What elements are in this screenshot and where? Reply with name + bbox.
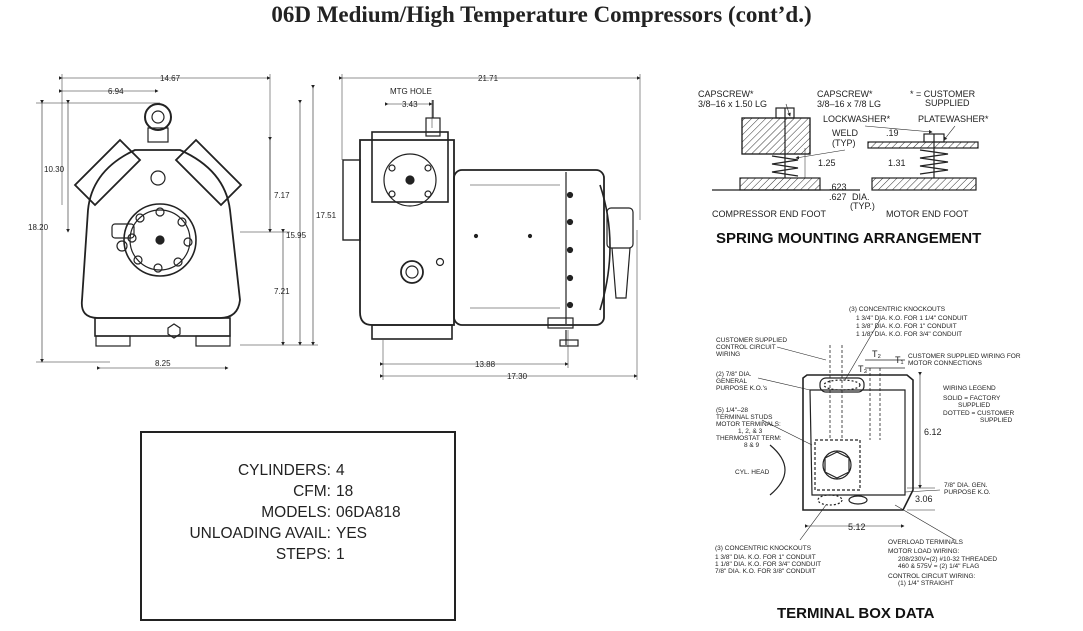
terminal-t3: T₃ (858, 364, 867, 374)
wiring-legend-line: DOTTED = CUSTOMER (943, 410, 1015, 417)
general-ko-line: (2) 7/8" DIA. (716, 371, 752, 378)
knockout-line: 1 1/8" DIA. K.O. FOR 3/4" CONDUIT (715, 561, 821, 568)
compressor-end-foot-label: COMPRESSOR END FOOT (712, 209, 827, 219)
dim-label: 17.51 (316, 211, 337, 220)
control-wiring-line: CONTROL CIRCUIT (716, 344, 776, 351)
capscrew-left-size: 3/8–16 x 1.50 LG (698, 99, 767, 109)
front-view-dimensions: 14.67 6.94 10.30 18.20 7.17 17.51 15.95 … (28, 74, 337, 368)
customer-note: * = CUSTOMER (910, 89, 976, 99)
capscrew-right-size: 3/8–16 x 7/8 LG (817, 99, 881, 109)
studs-line: 8 & 9 (744, 442, 760, 449)
dim-label: 7.17 (274, 191, 290, 200)
dim-label: 3.43 (402, 100, 418, 109)
dim-label: 18.20 (28, 223, 49, 232)
spec-value: 1 (336, 546, 345, 563)
dim-label: 8.25 (155, 359, 171, 368)
page-title: 06D Medium/High Temperature Compressors … (271, 2, 812, 27)
knockout-line: 1 3/8" DIA. K.O. FOR 1" CONDUIT (715, 554, 816, 561)
spring-mounting-diagram (712, 103, 979, 191)
dia-label: DIA. (852, 192, 870, 202)
spec-value: 18 (336, 483, 354, 500)
wiring-legend-line: SUPPLIED (980, 417, 1012, 424)
cyl-head-label: CYL. HEAD (735, 469, 770, 476)
terminal-box-diagram (757, 319, 956, 541)
spec-value: YES (336, 525, 368, 542)
dim-label: .19 (886, 128, 899, 138)
capscrew-right-label: CAPSCREW* (817, 89, 873, 99)
dim-label: 1.25 (818, 158, 836, 168)
studs-line: MOTOR TERMINALS: (716, 421, 781, 428)
spec-label: MODELS: (261, 504, 331, 521)
overload-line: (1) 1/4" STRAIGHT (898, 580, 954, 587)
dim-label: 3.06 (915, 494, 933, 504)
dim-label: .623 (829, 182, 847, 192)
spring-mounting-heading: SPRING MOUNTING ARRANGEMENT (716, 230, 981, 247)
dim-label: .627 (829, 192, 847, 202)
studs-line: (5) 1/4"–28 (716, 407, 748, 414)
control-wiring-line: WIRING (716, 351, 740, 358)
gen-purpose-line: 7/8" DIA. GEN. (944, 482, 988, 489)
terminal-t2: T₂ (872, 349, 881, 359)
dim-label: 7.21 (274, 287, 290, 296)
specs-box: CYLINDERS: 4 CFM: 18 MODELS: 06DA818 UNL… (140, 431, 456, 621)
knockout-line: 1 3/8" DIA. K.O. FOR 1" CONDUIT (856, 323, 957, 330)
weld-label: WELD (832, 128, 859, 138)
wiring-legend-line: SOLID = FACTORY (943, 395, 1001, 402)
dim-label: 6.94 (108, 87, 124, 96)
customer-note: SUPPLIED (925, 98, 970, 108)
typ-label: (TYP.) (850, 201, 875, 211)
wiring-legend-title: WIRING LEGEND (943, 385, 996, 392)
dim-label: 6.12 (924, 427, 942, 437)
spec-value: 06DA818 (336, 504, 401, 521)
bottom-knockout-title: (3) CONCENTRIC KNOCKOUTS (715, 545, 812, 552)
motor-end-foot-label: MOTOR END FOOT (886, 209, 969, 219)
side-view (339, 74, 641, 380)
dim-label: 5.12 (848, 522, 866, 532)
spec-label: UNLOADING AVAIL: (189, 525, 331, 542)
dim-label: 1.31 (888, 158, 906, 168)
dim-label: 17.30 (507, 372, 528, 381)
capscrew-left-label: CAPSCREW* (698, 89, 754, 99)
overload-line: MOTOR LOAD WIRING: (888, 548, 960, 555)
overload-title: OVERLOAD TERMINALS (888, 539, 964, 546)
overload-line: 460 & 575V = (2) 1/4" FLAG (898, 563, 979, 570)
dim-label: 10.30 (44, 165, 65, 174)
general-ko-line: GENERAL (716, 378, 747, 385)
knockout-line: 1 1/8" DIA. K.O. FOR 3/4" CONDUIT (856, 331, 962, 338)
studs-line: TERMINAL STUDS (716, 414, 773, 421)
spec-label: STEPS: (275, 546, 331, 563)
dim-label: 15.95 (286, 231, 307, 240)
spec-label: CFM: (293, 483, 331, 500)
studs-line: THERMOSTAT TERM: (716, 435, 782, 442)
front-view (36, 74, 318, 370)
knockout-line: 1 3/4" DIA. K.O. FOR 1 1/4" CONDUIT (856, 315, 968, 322)
terminal-t1: T₁ (895, 355, 904, 365)
overload-line: CONTROL CIRCUIT WIRING: (888, 573, 976, 580)
wiring-legend-line: SUPPLIED (958, 402, 990, 409)
lockwasher-label: LOCKWASHER* (823, 114, 891, 124)
motor-wiring-line: CUSTOMER SUPPLIED WIRING FOR (908, 353, 1021, 360)
dim-label: 14.67 (160, 74, 181, 83)
gen-purpose-line: PURPOSE K.O. (944, 489, 991, 496)
dim-label: 21.71 (478, 74, 499, 83)
mtg-hole-label: MTG HOLE (390, 87, 432, 96)
terminal-box-labels: (3) CONCENTRIC KNOCKOUTS 1 3/4" DIA. K.O… (715, 306, 1021, 622)
weld-typ: (TYP) (832, 138, 856, 148)
knockout-line: 7/8" DIA. K.O. FOR 3/8" CONDUIT (715, 568, 816, 575)
control-wiring-line: CUSTOMER SUPPLIED (716, 337, 787, 344)
platewasher-label: PLATEWASHER* (918, 114, 989, 124)
spring-mounting-labels: CAPSCREW* 3/8–16 x 1.50 LG CAPSCREW* 3/8… (698, 89, 989, 247)
motor-wiring-line: MOTOR CONNECTIONS (908, 360, 983, 367)
studs-line: 1, 2, & 3 (738, 428, 763, 435)
top-knockout-title: (3) CONCENTRIC KNOCKOUTS (849, 306, 946, 313)
terminal-box-heading: TERMINAL BOX DATA (777, 605, 935, 622)
spec-label: CYLINDERS: (237, 462, 331, 479)
general-ko-line: PURPOSE K.O.'s (716, 385, 768, 392)
overload-line: 208/230V=(2) #10-32 THREADED (898, 556, 997, 563)
side-view-labels: MTG HOLE 21.71 3.43 13.88 17.30 (390, 74, 528, 381)
dim-label: 13.88 (475, 360, 496, 369)
spec-value: 4 (336, 462, 345, 479)
